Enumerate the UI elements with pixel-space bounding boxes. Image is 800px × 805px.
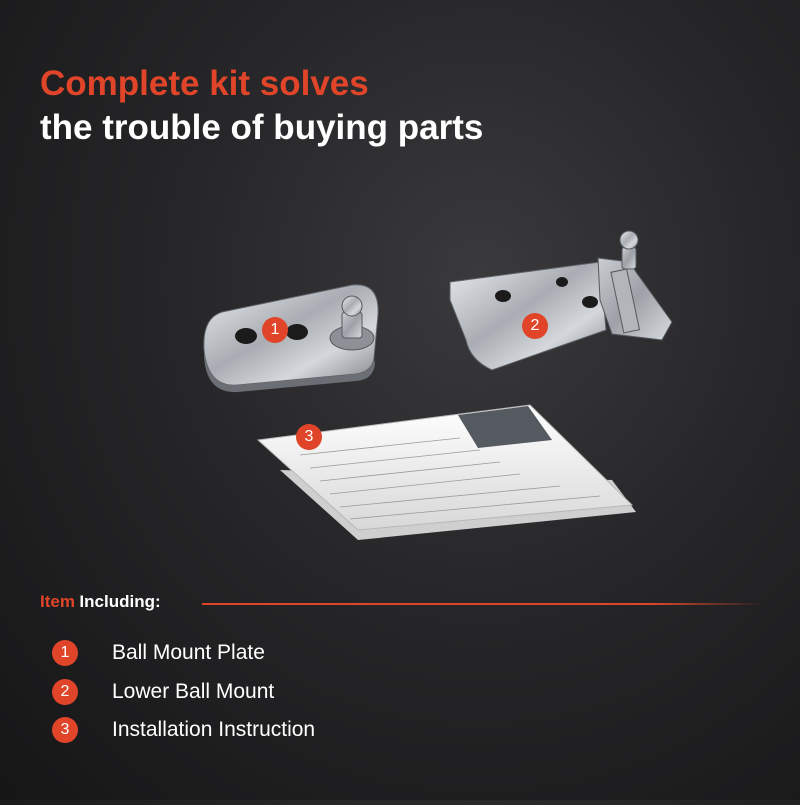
section-title-word: Including:	[79, 592, 161, 611]
lower-ball-mount-image	[449, 230, 673, 371]
headline-line-2: the trouble of buying parts	[40, 108, 484, 147]
item-number-badge: 1	[52, 640, 78, 666]
item-label: Ball Mount Plate	[112, 641, 265, 664]
headline-line-1: Complete kit solves	[40, 64, 369, 103]
section-heading: Item Including:	[40, 592, 762, 616]
item-number-badge: 3	[52, 717, 78, 743]
headline: Complete kit solves the trouble of buyin…	[40, 62, 483, 150]
item-number-badge: 2	[52, 678, 78, 705]
item-label: Lower Ball Mount	[112, 679, 275, 703]
item-label: Installation Instruction	[112, 718, 316, 741]
badge-3: 3	[296, 424, 322, 450]
badge-2: 2	[522, 313, 548, 339]
badge-1: 1	[262, 317, 288, 343]
section-accent-word: Item	[40, 592, 75, 611]
section-divider	[202, 603, 762, 605]
installation-instruction-image	[256, 404, 636, 540]
ball-mount-plate-image	[203, 284, 379, 393]
